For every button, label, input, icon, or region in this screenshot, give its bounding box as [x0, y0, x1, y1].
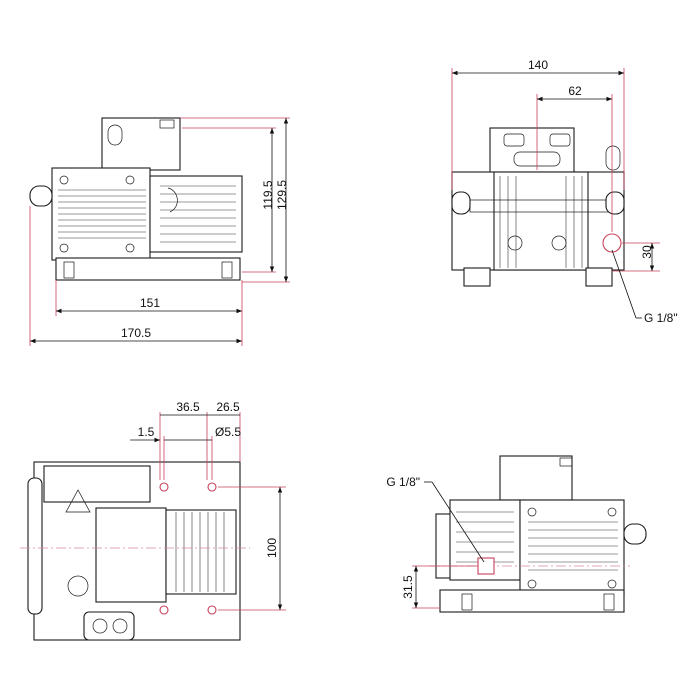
base-frame — [439, 589, 625, 613]
controller-box — [499, 455, 573, 501]
width-total-label: 140 — [528, 58, 548, 72]
controller-box — [489, 127, 575, 175]
offset-a-label: 36.5 — [176, 400, 200, 414]
cable — [167, 187, 178, 213]
offset-b-label: 26.5 — [216, 400, 240, 414]
head-top — [43, 465, 151, 503]
port — [112, 618, 128, 634]
connector-plug — [559, 457, 573, 467]
top-view: 36.5 26.5 1.5 Ø5.5 100 — [20, 400, 286, 641]
foot — [63, 261, 75, 279]
screw — [125, 175, 135, 185]
width-base-label: 151 — [140, 296, 160, 310]
foot-right — [585, 267, 613, 287]
front-view: 140 62 30 G 1/8" — [451, 58, 678, 325]
g18-port — [477, 557, 495, 575]
depth-label: 100 — [265, 538, 279, 558]
cable-gland — [605, 145, 621, 171]
screw — [607, 579, 617, 589]
port — [92, 618, 108, 634]
width-mid-label: 62 — [568, 84, 582, 98]
right-fitting — [605, 191, 625, 215]
mount-hole — [207, 605, 217, 615]
screw — [607, 507, 617, 517]
foot-left — [463, 267, 491, 287]
ports-block — [83, 611, 135, 641]
cable-gland — [107, 124, 123, 146]
left-fitting — [451, 191, 471, 215]
screw — [527, 579, 537, 589]
foot — [221, 261, 233, 279]
recycle-icon — [67, 575, 89, 597]
port-height-label: 30 — [640, 245, 654, 259]
front-fins — [499, 176, 583, 268]
side-view: 119.5 129.5 151 170.5 — [29, 117, 290, 346]
rear-view: 31.5 G 1/8" — [386, 455, 647, 613]
port-label: G 1/8" — [644, 311, 678, 325]
connector-plug — [159, 119, 175, 129]
port — [551, 235, 567, 251]
mount-hole — [207, 482, 217, 492]
motor — [149, 175, 243, 253]
pump-center — [493, 171, 589, 271]
base-frame — [55, 257, 241, 281]
left-fitting — [29, 185, 53, 207]
mount-hole — [159, 605, 169, 615]
side-tube — [27, 477, 43, 615]
pump-head — [519, 499, 625, 597]
mount-hole — [159, 482, 169, 492]
hot-surface-warning-icon — [65, 489, 91, 513]
right-fitting — [623, 523, 647, 545]
port — [507, 235, 523, 251]
height-total-label: 129.5 — [275, 180, 289, 210]
motor-top — [165, 509, 237, 595]
g18-port — [602, 233, 622, 253]
controller-box-top — [95, 507, 167, 603]
rear-head-fins — [528, 521, 618, 571]
width-total-label: 170.5 — [121, 326, 151, 340]
screw — [59, 243, 69, 253]
screw — [527, 507, 537, 517]
screw — [125, 243, 135, 253]
pump-head-fins — [58, 189, 146, 239]
connector — [549, 133, 571, 147]
motor-top-fins — [175, 512, 225, 592]
offset-c-label: 1.5 — [138, 425, 155, 439]
connector — [503, 133, 525, 147]
height-body-label: 119.5 — [261, 180, 275, 209]
screw — [59, 175, 69, 185]
controller-box — [101, 117, 181, 171]
hole-dia-label: Ø5.5 — [215, 425, 241, 439]
port-label: G 1/8" — [386, 475, 420, 489]
foot — [461, 593, 473, 611]
port-height-label: 31.5 — [401, 575, 415, 599]
foot — [603, 593, 615, 611]
